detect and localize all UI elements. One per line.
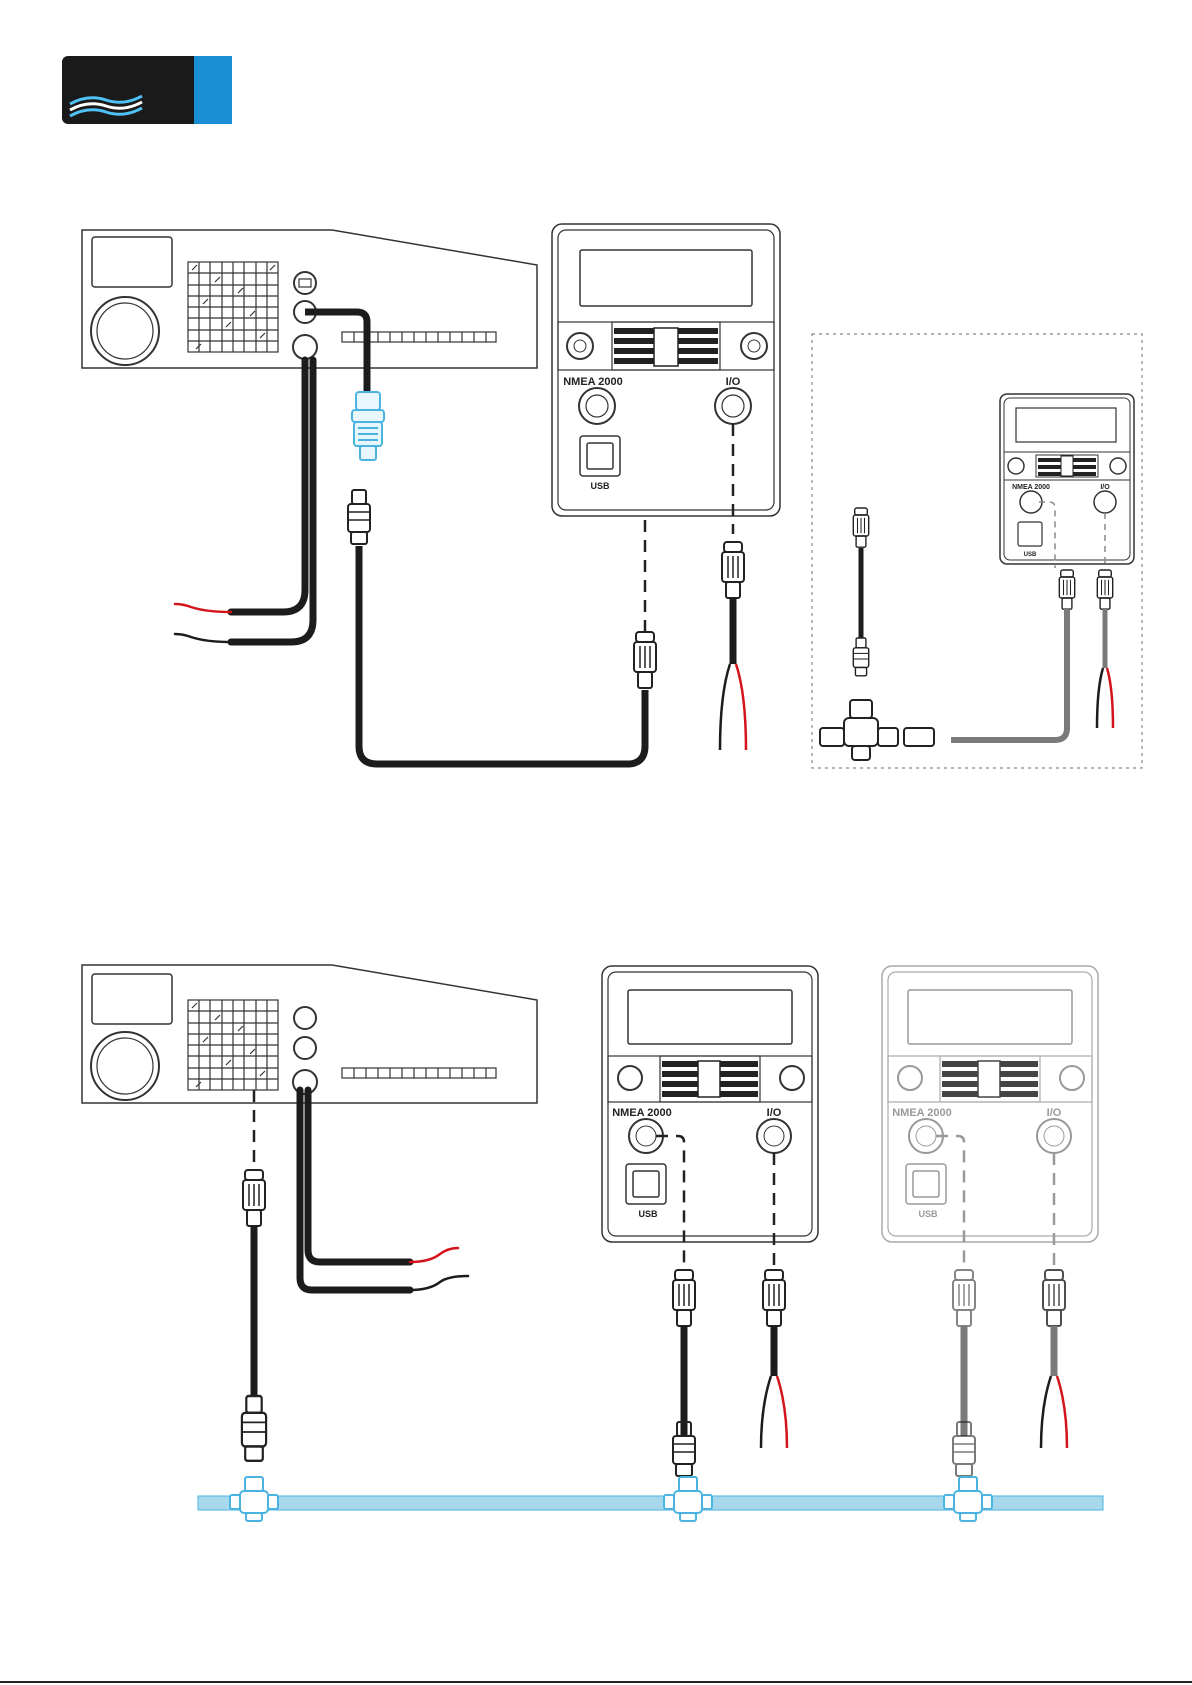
display-unit-top bbox=[552, 224, 780, 516]
usb-port-label-bottom-2: USB bbox=[918, 1209, 938, 1219]
backbone-tee-1 bbox=[230, 1477, 278, 1521]
nmea-port-label-top: NMEA 2000 bbox=[563, 376, 623, 388]
main-unit-bottom bbox=[82, 965, 537, 1103]
io-cable-bottom-2 bbox=[1041, 1326, 1067, 1448]
io-cable-top bbox=[720, 598, 746, 750]
usb-port-label-small: USB bbox=[1024, 552, 1037, 558]
power-cables-bottom bbox=[300, 1090, 468, 1290]
io-port-label-small: I/O bbox=[1100, 484, 1110, 491]
backbone-tee-3 bbox=[944, 1477, 992, 1521]
io-port-label-top: I/O bbox=[726, 376, 741, 388]
tee-connector-small bbox=[820, 700, 934, 760]
drop-cable-to-display bbox=[359, 546, 645, 764]
backbone-tee-2 bbox=[664, 1477, 712, 1521]
nmea-port-label-bottom-2: NMEA 2000 bbox=[892, 1107, 952, 1119]
io-port-label-bottom-2: I/O bbox=[1047, 1107, 1062, 1119]
brand-logo bbox=[62, 56, 232, 124]
usb-port-label-bottom-1: USB bbox=[638, 1209, 658, 1219]
display-unit-bottom-1 bbox=[602, 966, 818, 1242]
nmea-port-label-bottom-1: NMEA 2000 bbox=[612, 1107, 672, 1119]
nmea-port-label-small: NMEA 2000 bbox=[1012, 484, 1050, 491]
adapter-connector bbox=[352, 392, 384, 460]
display-unit-bottom-2 bbox=[882, 966, 1098, 1242]
display-unit-small bbox=[1000, 394, 1134, 564]
io-port-label-bottom-1: I/O bbox=[767, 1107, 782, 1119]
io-cable-bottom-1 bbox=[761, 1326, 787, 1448]
power-cables-top bbox=[175, 360, 313, 642]
small-unit-cables bbox=[951, 608, 1113, 740]
main-unit-top bbox=[82, 230, 537, 368]
usb-port-label-top: USB bbox=[590, 481, 610, 491]
